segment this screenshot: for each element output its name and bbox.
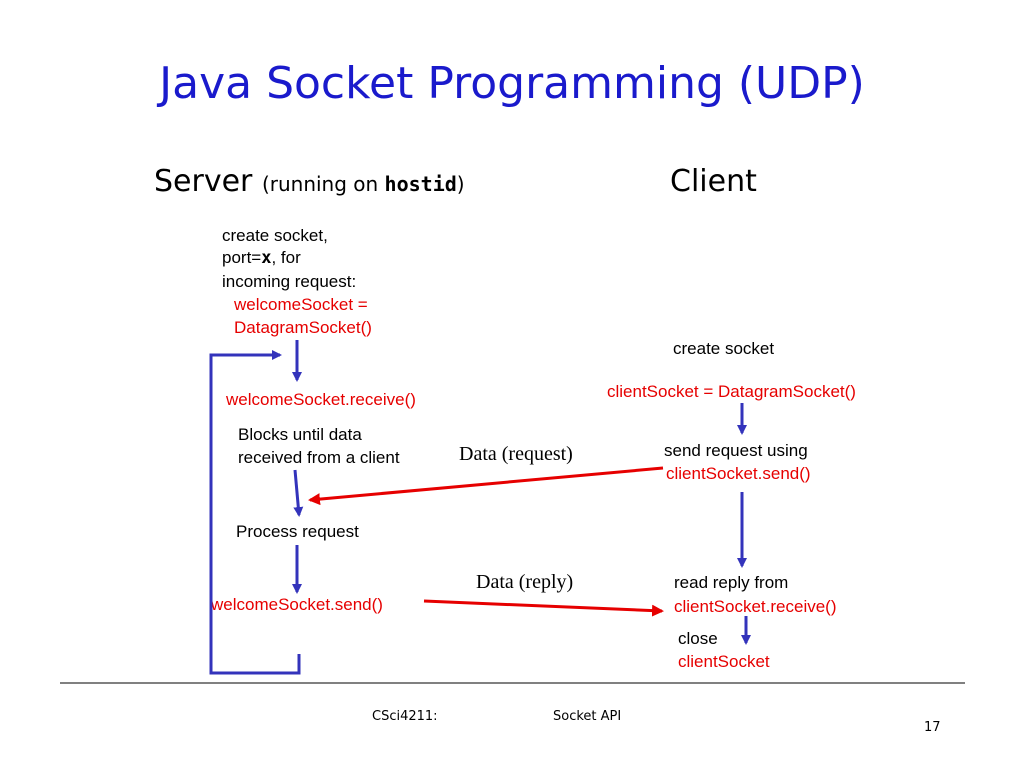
server-heading: Server (running on hostid): [154, 164, 465, 199]
server-create-line1: create socket,: [222, 226, 328, 245]
server-note-suffix: ): [456, 172, 465, 196]
port-var: x: [261, 248, 272, 268]
client-send-line2: clientSocket.send(): [666, 464, 811, 483]
reply-message-arrow: [423, 599, 664, 617]
server-code-line2: DatagramSocket(): [234, 318, 372, 337]
reply-message-label: Data (reply): [476, 571, 574, 593]
slide-title: Java Socket Programming (UDP): [159, 58, 865, 109]
server-note-prefix: (running on: [261, 172, 385, 196]
server-receive-call: welcomeSocket.receive(): [226, 390, 416, 409]
port-prefix: port=: [222, 248, 262, 267]
request-message-arrow: [308, 466, 664, 506]
server-create-line2: port=x, for: [222, 247, 301, 269]
server-code-line1: welcomeSocket =: [234, 295, 368, 314]
server-blocks-line1: Blocks until data: [238, 425, 362, 444]
page-number: 17: [924, 720, 941, 735]
footer-course: CSci4211:: [372, 709, 438, 724]
server-blocks-line2: received from a client: [238, 448, 400, 467]
footer-topic: Socket API: [553, 709, 622, 724]
client-create-code: clientSocket = DatagramSocket(): [607, 382, 856, 401]
client-send-line1: send request using: [664, 441, 808, 460]
server-loop-line: [209, 350, 301, 675]
server-send-call: welcomeSocket.send(): [211, 595, 383, 614]
server-heading-label: Server: [154, 164, 253, 199]
client-close-line2: clientSocket: [678, 652, 770, 671]
server-arrow-blocks-to-process: [293, 469, 304, 517]
request-message-label: Data (request): [459, 443, 573, 465]
client-read-line2: clientSocket.receive(): [674, 597, 837, 616]
client-close-line1: close: [678, 629, 718, 648]
server-note-host: hostid: [384, 172, 457, 196]
client-create-socket: create socket: [673, 339, 775, 358]
client-read-line1: read reply from: [674, 573, 789, 592]
server-process: Process request: [236, 522, 359, 541]
server-heading-note: (running on hostid): [262, 172, 465, 196]
client-heading: Client: [670, 164, 757, 199]
port-suffix: , for: [271, 248, 301, 267]
server-create-line3: incoming request:: [222, 272, 357, 291]
